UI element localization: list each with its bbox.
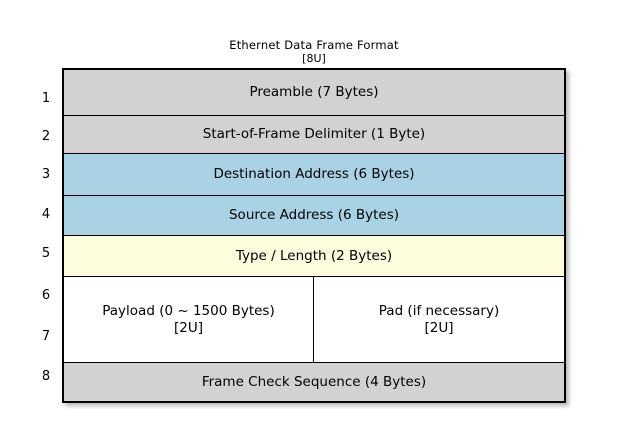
field-frame-check-sequence: Frame Check Sequence (4 Bytes) [64,363,564,401]
diagram-title: Ethernet Data Frame Format [8U] [0,38,628,66]
table-row-source-address: Source Address (6 Bytes) [64,196,564,236]
frame-table: Preamble (7 Bytes) Start-of-Frame Delimi… [62,68,566,403]
row-number-6: 6 [41,288,51,303]
table-row-type-length: Type / Length (2 Bytes) [64,236,564,277]
field-source-address-label: Source Address (6 Bytes) [228,207,399,223]
field-start-of-frame-delimiter-label: Start-of-Frame Delimiter (1 Byte) [202,126,426,142]
row-number-5: 5 [41,246,51,261]
diagram-title-sub: [8U] [302,52,326,65]
field-type-length-label: Type / Length (2 Bytes) [235,247,393,264]
diagram-title-main: Ethernet Data Frame Format [229,38,399,52]
field-pad-label: Pad (if necessary) [378,302,500,319]
table-row-start-of-frame-delimiter: Start-of-Frame Delimiter (1 Byte) [64,116,564,154]
row-number-4: 4 [41,207,51,222]
field-payload-sublabel: [2U] [173,319,203,336]
field-destination-address: Destination Address (6 Bytes) [64,154,564,195]
field-start-of-frame-delimiter: Start-of-Frame Delimiter (1 Byte) [64,116,564,153]
field-payload-label: Payload (0 ~ 1500 Bytes) [102,302,275,319]
row-number-7: 7 [41,329,51,344]
field-preamble-label: Preamble (7 Bytes) [249,84,379,100]
field-pad-sublabel: [2U] [424,319,454,336]
row-number-8: 8 [41,369,51,384]
table-row-payload-pad: Payload (0 ~ 1500 Bytes) [2U] Pad (if ne… [64,277,564,363]
field-pad: Pad (if necessary) [2U] [314,277,564,362]
row-number-3: 3 [41,167,51,182]
table-row-frame-check-sequence: Frame Check Sequence (4 Bytes) [64,363,564,401]
field-type-length: Type / Length (2 Bytes) [64,236,564,276]
row-number-2: 2 [41,129,51,144]
field-frame-check-sequence-label: Frame Check Sequence (4 Bytes) [201,373,427,390]
field-destination-address-label: Destination Address (6 Bytes) [213,166,415,182]
table-row-preamble: Preamble (7 Bytes) [64,70,564,116]
field-source-address: Source Address (6 Bytes) [64,196,564,235]
field-payload: Payload (0 ~ 1500 Bytes) [2U] [64,277,314,362]
table-row-destination-address: Destination Address (6 Bytes) [64,154,564,196]
field-preamble: Preamble (7 Bytes) [64,70,564,115]
row-number-1: 1 [41,91,51,106]
